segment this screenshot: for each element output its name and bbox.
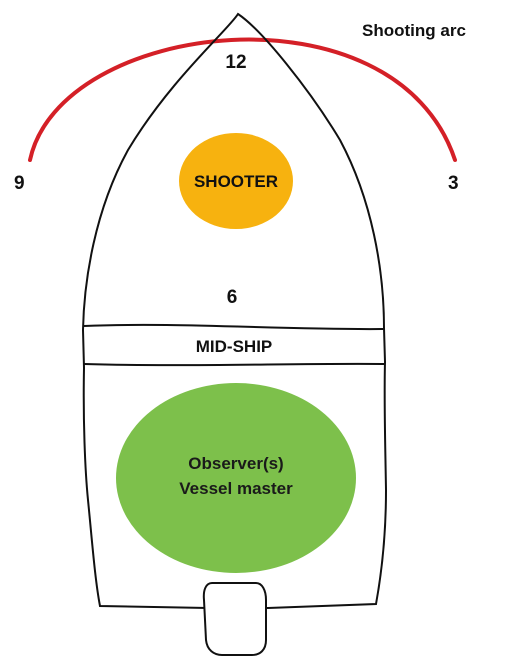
mid-ship-label: MID-SHIP — [196, 337, 273, 356]
mid-ship-band-top — [83, 323, 385, 331]
clock-12-label: 12 — [225, 52, 246, 73]
outboard-motor — [202, 582, 267, 656]
shooter-label: SHOOTER — [194, 172, 278, 191]
clock-9-label: 9 — [14, 173, 25, 194]
observer-position — [116, 383, 356, 573]
mid-ship-band-bottom — [83, 362, 386, 367]
shooting-arc-label: Shooting arc — [362, 21, 466, 40]
clock-3-label: 3 — [448, 173, 459, 194]
clock-6-label: 6 — [227, 287, 238, 308]
vessel-master-label: Vessel master — [179, 479, 293, 498]
shooting-arc — [28, 37, 457, 162]
observer-label: Observer(s) — [188, 454, 283, 473]
shooter-position — [179, 133, 293, 229]
